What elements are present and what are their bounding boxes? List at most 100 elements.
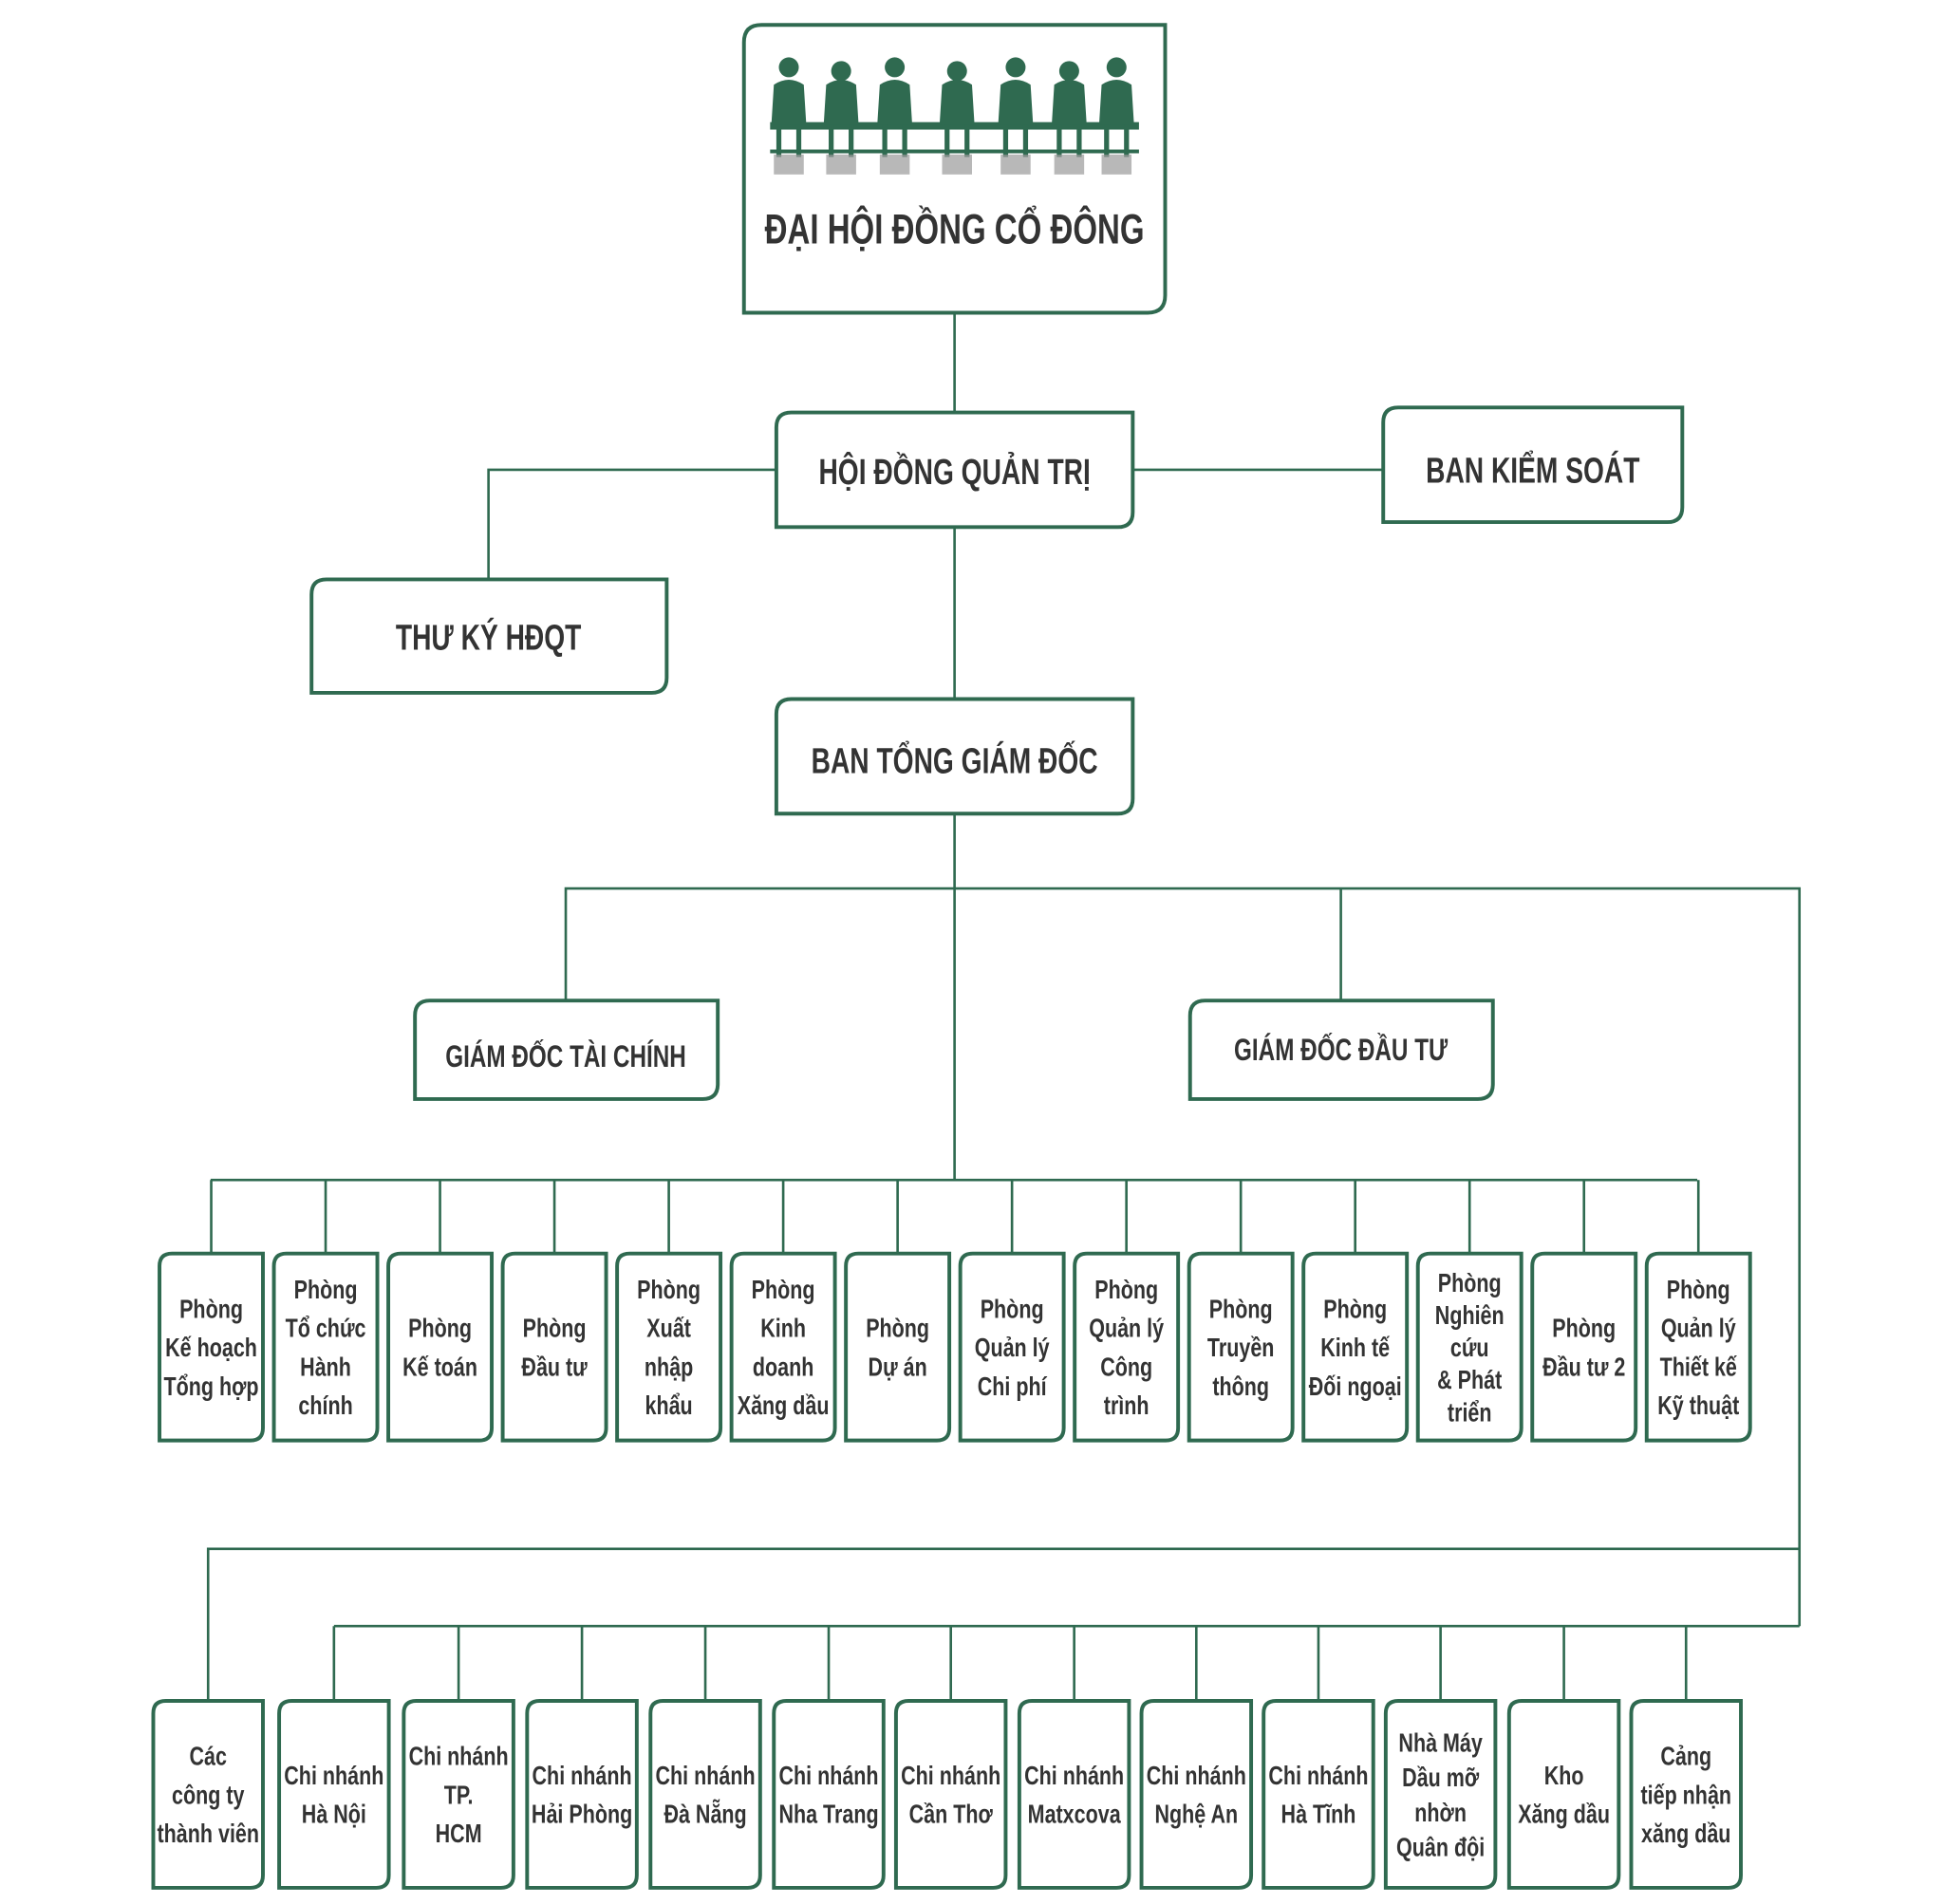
board-box — [774, 410, 1135, 530]
connector-line — [487, 468, 776, 580]
branch-label-line: Chi nhánh — [778, 1763, 878, 1791]
branch-label-line: Nghệ An — [1155, 1801, 1239, 1829]
department-label-line: doanh — [753, 1353, 814, 1382]
department-label-line: Phòng — [523, 1315, 587, 1343]
branch-label-line: Nha Trang — [778, 1801, 878, 1829]
branch-box — [402, 1699, 515, 1890]
department-label-line: Xuất — [646, 1315, 691, 1343]
department-label-line: & Phát — [1437, 1367, 1502, 1395]
department-label-line: Phòng — [294, 1277, 358, 1305]
department-label-line: Thiết kế — [1660, 1353, 1737, 1382]
shareholders-meeting-title-line: ĐẠI HỘI ĐỒNG CỔ ĐÔNG — [765, 204, 1145, 252]
executive-box — [774, 697, 1135, 816]
department-label-line: thông — [1212, 1372, 1269, 1401]
department-label-line: Hành — [300, 1353, 351, 1382]
secretary-title-line: THƯ KÝ HĐQT — [396, 617, 582, 658]
department-box — [386, 1251, 495, 1443]
department-label-line: Kế hoạch — [165, 1335, 257, 1363]
branch-label-line: tiếp nhận — [1640, 1782, 1731, 1810]
branch-box — [893, 1699, 1008, 1890]
cfo-title: GIÁM ĐỐC TÀI CHÍNH — [445, 1037, 686, 1074]
branch-label-line: Chi nhánh — [1268, 1763, 1368, 1791]
department-label-line: nhập — [645, 1353, 693, 1382]
branch-label-line: Nhà Máy — [1398, 1729, 1483, 1758]
department-label-line: Tổ chức — [286, 1315, 366, 1343]
subsidiaries-label-line: Các — [190, 1743, 228, 1771]
department-box — [1073, 1251, 1181, 1443]
board-title-line: HỘI ĐỒNG QUẢN TRỊ — [818, 451, 1090, 493]
cfo-title-line: GIÁM ĐỐC TÀI CHÍNH — [445, 1037, 686, 1074]
connector-line — [564, 887, 1802, 1627]
branch-label-line: Chi nhánh — [1147, 1763, 1246, 1791]
department-label-line: trình — [1104, 1392, 1150, 1421]
branch-label-line: Kho — [1544, 1763, 1584, 1791]
secretary-box — [309, 577, 669, 695]
executive-title: BAN TỔNG GIÁM ĐỐC — [812, 739, 1098, 781]
branch-label-line: HCM — [436, 1820, 482, 1849]
department-label-line: Đối ngoại — [1309, 1372, 1402, 1401]
department-box — [844, 1251, 952, 1443]
subsidiaries-box — [151, 1699, 265, 1890]
department-box — [1301, 1251, 1410, 1443]
department-label-line: cứu — [1450, 1335, 1489, 1363]
branch-label-line: Xăng dầu — [1518, 1801, 1610, 1829]
department-label-line: Chi phí — [978, 1372, 1048, 1401]
branch-box — [525, 1699, 639, 1890]
branch-box — [772, 1699, 886, 1890]
department-label-line: Kinh — [760, 1315, 806, 1343]
branch-label-line: xăng dầu — [1641, 1820, 1730, 1849]
branch-box — [648, 1699, 762, 1890]
branch-label-line: Chi nhánh — [656, 1763, 756, 1791]
department-label-line: chính — [298, 1392, 352, 1421]
executive-title-line: BAN TỔNG GIÁM ĐỐC — [812, 739, 1098, 781]
department-label-line: Phòng — [1552, 1315, 1616, 1343]
department-label-line: Kỹ thuật — [1657, 1392, 1739, 1421]
subsidiaries-label-line: thành viên — [157, 1820, 259, 1849]
branch-label-line: Dầu mỡ — [1402, 1764, 1479, 1793]
department-box — [158, 1251, 265, 1443]
department-label-line: Phòng — [179, 1296, 243, 1324]
department-box — [729, 1251, 837, 1443]
board-title: HỘI ĐỒNG QUẢN TRỊ — [818, 451, 1090, 493]
branch-label-line: Chi nhánh — [409, 1743, 509, 1771]
cio-box — [1187, 999, 1495, 1101]
department-label-line: Kinh tế — [1320, 1335, 1390, 1363]
branch-label-line: Hà Tĩnh — [1281, 1801, 1356, 1829]
branch-box — [1629, 1699, 1743, 1890]
branch-label-line: Chi nhánh — [1024, 1763, 1124, 1791]
department-label-line: Phòng — [408, 1315, 472, 1343]
department-label-line: Quản lý — [1089, 1315, 1164, 1343]
cio-title-line: GIÁM ĐỐC ĐẦU TƯ — [1234, 1032, 1448, 1069]
department-label-line: Dự án — [869, 1353, 927, 1382]
supervisory-title: BAN KIỂM SOÁT — [1426, 451, 1640, 492]
department-label-line: Đầu tư 2 — [1542, 1353, 1625, 1382]
department-label-line: triển — [1448, 1399, 1492, 1428]
department-label-line: Phòng — [981, 1296, 1044, 1324]
department-label-line: Đầu tư — [521, 1353, 587, 1382]
department-label-line: Tổng hợp — [163, 1372, 258, 1401]
branch-label-line: Cần Thơ — [909, 1801, 994, 1829]
department-label-line: Phòng — [752, 1277, 815, 1305]
branch-label-line: Hải Phòng — [532, 1801, 632, 1829]
branch-box — [1017, 1699, 1131, 1890]
branch-label-line: Cảng — [1660, 1743, 1711, 1771]
